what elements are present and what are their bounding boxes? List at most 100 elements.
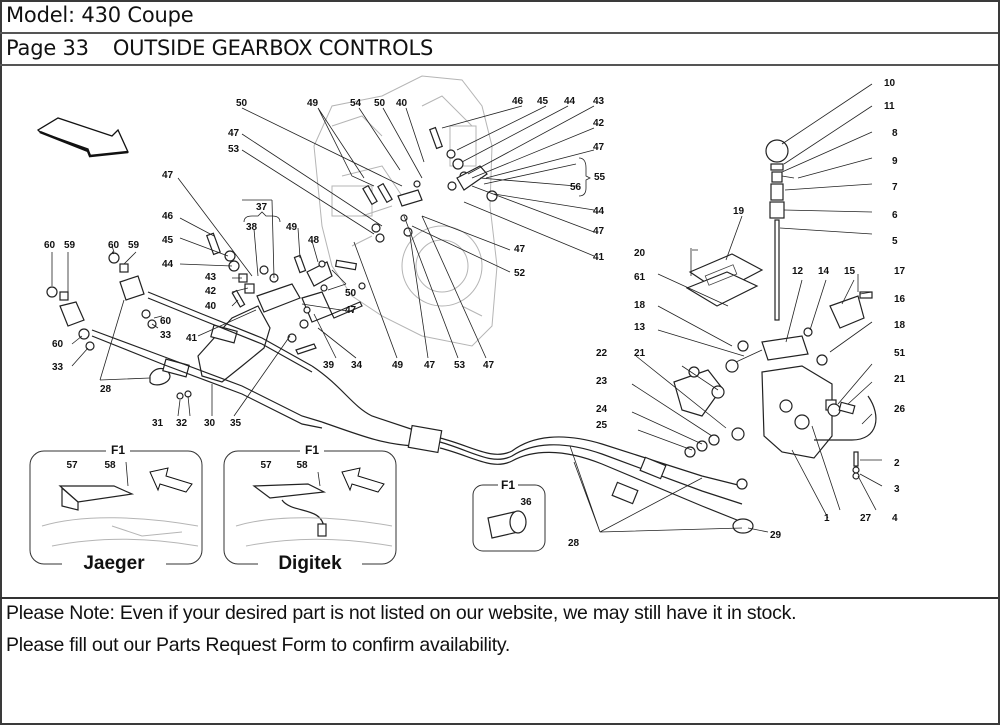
callout-1: 1 — [824, 513, 830, 524]
callout-21: 21 — [894, 374, 906, 385]
inset-connector-group: F1 — [501, 478, 515, 492]
callout-59: 59 — [128, 240, 140, 251]
callout-53: 53 — [228, 144, 240, 155]
callout-labels: 50 49 54 50 40 46 45 44 43 42 47 55 56 4… — [44, 78, 906, 549]
callout-18: 18 — [894, 320, 906, 331]
callout-9: 9 — [892, 156, 898, 167]
callout-4: 4 — [892, 513, 898, 524]
inset-digitek-brand: Digitek — [278, 553, 342, 574]
inset-digitek-part-a: 57 — [260, 460, 272, 471]
callout-59: 59 — [64, 240, 76, 251]
callout-28: 28 — [100, 384, 112, 395]
callout-55: 55 — [594, 172, 606, 183]
inset-jaeger: F1 57 58 Jaeger — [29, 443, 203, 574]
callout-34: 34 — [351, 360, 363, 371]
callout-13: 13 — [634, 322, 646, 333]
callout-12: 12 — [792, 266, 804, 277]
linkage-left — [205, 232, 363, 355]
callout-47: 47 — [424, 360, 436, 371]
callout-41: 41 — [186, 333, 198, 344]
callout-49: 49 — [286, 222, 298, 233]
callout-22: 22 — [596, 348, 608, 359]
callout-10: 10 — [884, 78, 896, 89]
gate-plate — [685, 248, 764, 307]
selector-linkage-parts — [358, 126, 498, 290]
callout-11: 11 — [884, 101, 895, 112]
callout-44: 44 — [162, 259, 174, 270]
callout-41: 41 — [593, 252, 605, 263]
callout-43: 43 — [593, 96, 605, 107]
callout-50: 50 — [236, 98, 248, 109]
callout-48: 48 — [308, 235, 320, 246]
note-line-2: Please fill out our Parts Request Form t… — [6, 634, 511, 656]
callout-47: 47 — [162, 170, 174, 181]
callout-35: 35 — [230, 418, 242, 429]
inset-digitek: F1 57 58 Digitek — [223, 443, 397, 574]
note-line-1: Please Note: Even if your desired part i… — [6, 602, 797, 624]
callout-21: 21 — [634, 348, 646, 359]
callout-26: 26 — [894, 404, 906, 415]
cable-bracket — [162, 305, 271, 383]
inset-digitek-group: F1 — [305, 443, 319, 457]
inset-digitek-part-b: 58 — [296, 460, 308, 471]
callout-5: 5 — [892, 236, 898, 247]
callout-15: 15 — [844, 266, 856, 277]
callout-7: 7 — [892, 182, 898, 193]
model-row: Model: 430 Coupe — [0, 0, 998, 34]
callout-39: 39 — [323, 360, 335, 371]
callout-27: 27 — [860, 513, 872, 524]
callout-24: 24 — [596, 404, 608, 415]
shift-lever — [765, 139, 795, 321]
callout-6: 6 — [892, 210, 898, 221]
callout-25: 25 — [596, 420, 608, 431]
callout-49: 49 — [307, 98, 319, 109]
callout-47: 47 — [593, 226, 605, 237]
model-label: Model: 430 Coupe — [6, 3, 194, 27]
callout-49: 49 — [392, 360, 404, 371]
callout-51: 51 — [894, 348, 906, 359]
callout-50: 50 — [374, 98, 386, 109]
callout-28: 28 — [568, 538, 580, 549]
callout-23: 23 — [596, 376, 608, 387]
callout-60: 60 — [44, 240, 56, 251]
callout-17: 17 — [894, 266, 906, 277]
gearbox-housing — [313, 75, 498, 347]
callout-60: 60 — [52, 339, 64, 350]
direction-arrow-icon — [36, 117, 129, 158]
callout-45: 45 — [162, 235, 174, 246]
callout-40: 40 — [396, 98, 408, 109]
callout-46: 46 — [512, 96, 524, 107]
inset-connector: F1 36 — [472, 478, 546, 552]
callout-19: 19 — [733, 206, 745, 217]
callout-29: 29 — [770, 530, 782, 541]
callout-42: 42 — [205, 286, 217, 297]
callout-60: 60 — [160, 316, 172, 327]
callout-60: 60 — [108, 240, 120, 251]
callout-44: 44 — [593, 206, 605, 217]
callout-54: 54 — [350, 98, 362, 109]
callout-8: 8 — [892, 128, 898, 139]
callout-47: 47 — [514, 244, 526, 255]
page-number: Page 33 — [6, 36, 89, 60]
callout-32: 32 — [176, 418, 188, 429]
callout-52: 52 — [514, 268, 526, 279]
inset-jaeger-brand: Jaeger — [83, 553, 145, 574]
callout-16: 16 — [894, 294, 906, 305]
inset-jaeger-part-a: 57 — [66, 460, 78, 471]
callout-45: 45 — [537, 96, 549, 107]
callout-37: 37 — [256, 202, 268, 213]
callout-47: 47 — [345, 305, 357, 316]
callout-46: 46 — [162, 211, 174, 222]
cable-end-left — [46, 252, 192, 400]
callout-14: 14 — [818, 266, 830, 277]
callout-18: 18 — [634, 300, 646, 311]
callout-30: 30 — [204, 418, 216, 429]
inset-jaeger-group: F1 — [111, 443, 125, 457]
inset-connector-part: 36 — [520, 497, 532, 508]
callout-43: 43 — [205, 272, 217, 283]
callout-38: 38 — [246, 222, 258, 233]
callout-61: 61 — [634, 272, 646, 283]
